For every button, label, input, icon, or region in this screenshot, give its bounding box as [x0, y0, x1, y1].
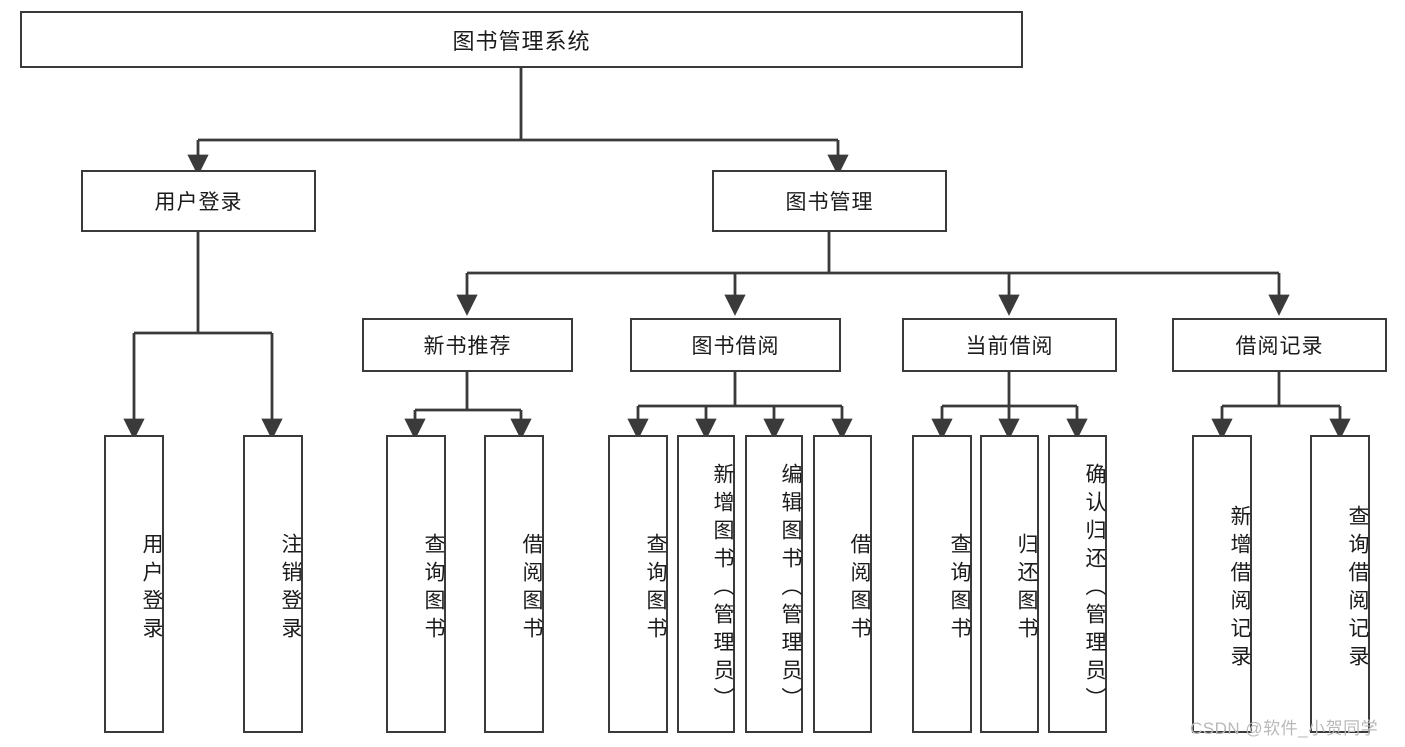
node-user-login[interactable]: 用户登录 [81, 170, 316, 232]
leaf-record-add-record[interactable]: 新增借阅记录 [1192, 435, 1252, 733]
leaf-current-return-book[interactable]: 归还图书 [980, 435, 1039, 733]
leaf-borrow-edit-book-admin[interactable]: 编辑图书（管理员） [745, 435, 803, 733]
csdn-watermark: CSDN @软件_小贺同学 [1190, 719, 1379, 738]
leaf-record-query-record[interactable]: 查询借阅记录 [1310, 435, 1370, 733]
node-borrow-record[interactable]: 借阅记录 [1172, 318, 1387, 372]
leaf-current-confirm-return-admin[interactable]: 确认归还（管理员） [1048, 435, 1107, 733]
leaf-borrow-add-book-admin[interactable]: 新增图书（管理员） [677, 435, 735, 733]
node-root-system[interactable]: 图书管理系统 [20, 11, 1023, 68]
leaf-borrow-borrow-book[interactable]: 借阅图书 [813, 435, 872, 733]
node-new-book-recommend[interactable]: 新书推荐 [362, 318, 573, 372]
leaf-borrow-query-book[interactable]: 查询图书 [608, 435, 668, 733]
leaf-user-login-logout[interactable]: 注销登录 [243, 435, 303, 733]
leaf-current-query-book[interactable]: 查询图书 [912, 435, 972, 733]
node-current-borrow[interactable]: 当前借阅 [902, 318, 1117, 372]
leaf-recommend-borrow-book[interactable]: 借阅图书 [484, 435, 544, 733]
node-book-borrow[interactable]: 图书借阅 [630, 318, 841, 372]
leaf-user-login-login[interactable]: 用户登录 [104, 435, 164, 733]
node-book-management[interactable]: 图书管理 [712, 170, 947, 232]
leaf-recommend-query-book[interactable]: 查询图书 [386, 435, 446, 733]
